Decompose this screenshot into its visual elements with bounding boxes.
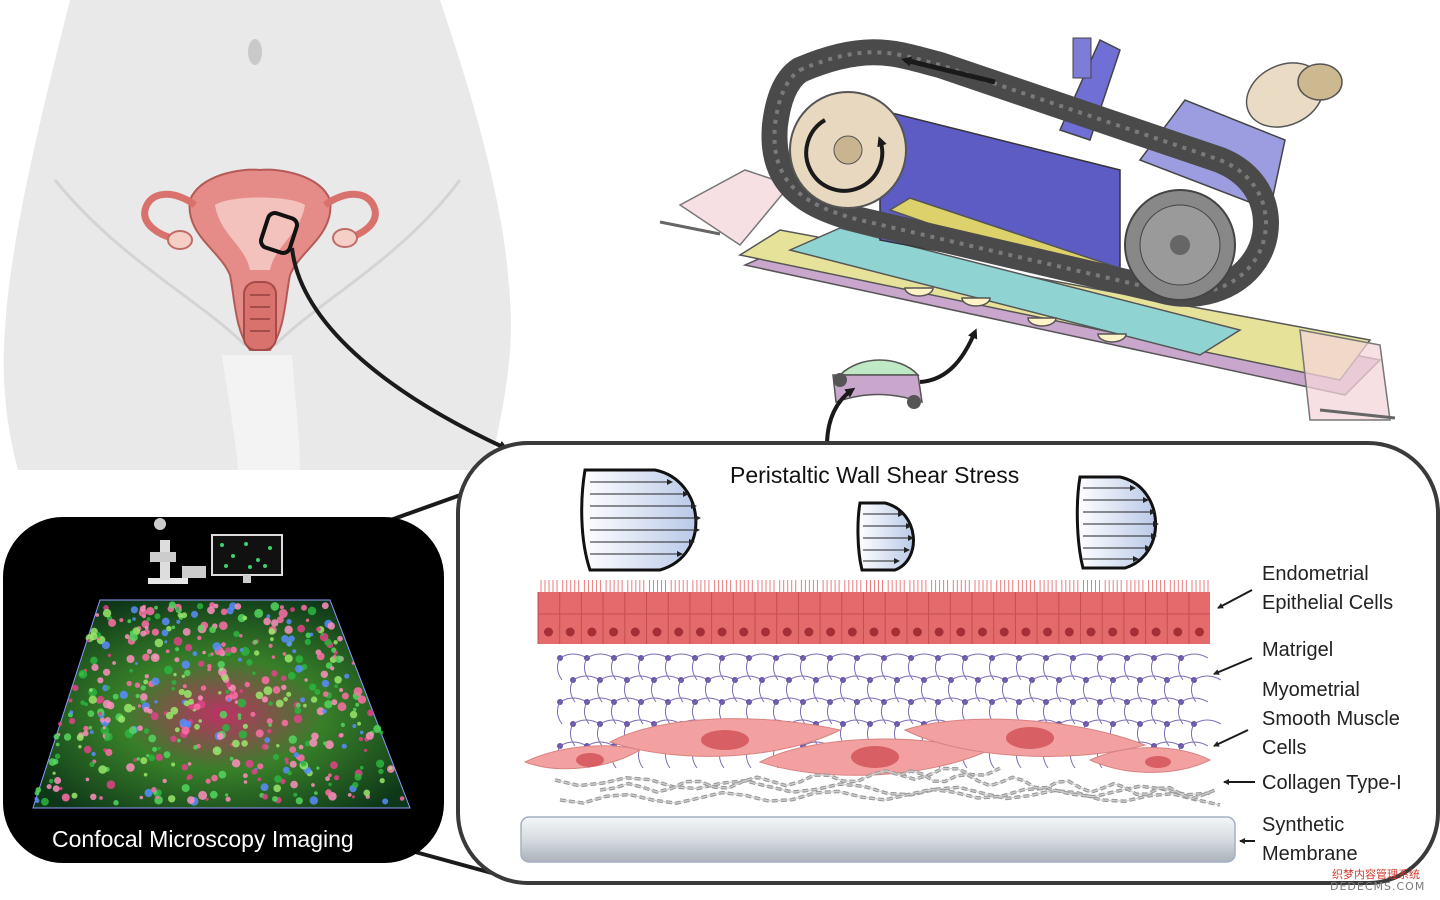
bioreactor-device	[659, 37, 1396, 421]
zoom-region-box	[258, 211, 300, 255]
confocal-label: Confocal Microscopy Imaging	[52, 826, 354, 852]
label-pointers	[1213, 589, 1255, 844]
uterus-illustration	[141, 168, 509, 451]
label-synthetic-membrane: Synthetic Membrane	[1262, 814, 1358, 865]
cassette-to-panel-arrow	[825, 387, 856, 443]
collagen-layer	[554, 766, 1221, 807]
cassette-to-device-arrow	[919, 328, 978, 384]
label-smooth-muscle-cells: Myometrial Smooth Muscle Cells	[1262, 679, 1400, 759]
monitor-icon	[211, 534, 283, 583]
label-epithelial-cells: Endometrial Epithelial Cells	[1262, 563, 1394, 614]
rotation-arrow	[804, 118, 887, 193]
shear-profile	[856, 501, 915, 572]
smooth-muscle-layer	[523, 718, 1212, 776]
watermark-cn: 织梦内容管理系统	[1332, 868, 1420, 881]
belt-direction-arrow	[901, 56, 996, 85]
label-collagen: Collagen Type-I	[1262, 772, 1402, 794]
panel-title: Peristaltic Wall Shear Stress	[730, 462, 1020, 488]
watermark-en: DEDECMS.COM	[1330, 880, 1426, 893]
cassette-piece	[832, 359, 923, 409]
synthetic-membrane	[520, 816, 1236, 863]
zoom-connector-arrow	[290, 247, 509, 451]
epithelial-layer	[537, 580, 1210, 644]
shear-profile	[1075, 475, 1159, 570]
tissue-panel	[456, 441, 1440, 885]
label-matrigel: Matrigel	[1262, 639, 1334, 661]
confocal-panel	[3, 517, 444, 863]
shear-profile	[580, 468, 701, 572]
microscope-icon	[148, 518, 206, 584]
